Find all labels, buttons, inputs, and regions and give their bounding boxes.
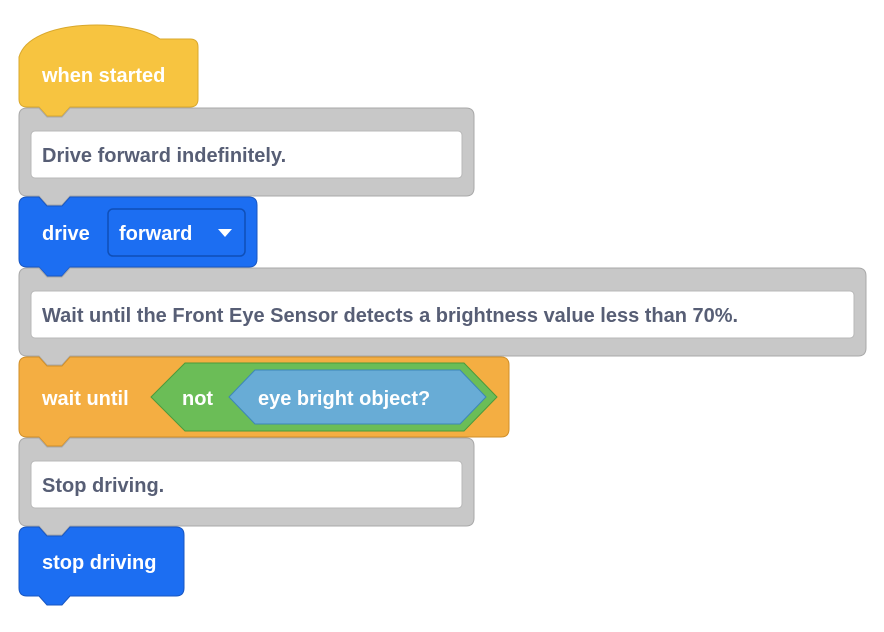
not-operator-block[interactable]: not eye bright object? xyxy=(150,362,498,432)
caret-down-icon xyxy=(218,229,232,237)
drive-block[interactable]: drive forward xyxy=(18,196,258,277)
wait-until-block[interactable]: wait until not eye bright object? xyxy=(18,356,510,447)
when-started-block-shape xyxy=(18,24,199,117)
comment-text-3: Stop driving. xyxy=(42,475,164,497)
comment-field-1[interactable] xyxy=(30,130,463,179)
when-started-block[interactable]: when started xyxy=(18,24,199,117)
wait-until-label: wait until xyxy=(41,388,129,410)
comment-text-1: Drive forward indefinitely. xyxy=(42,145,286,167)
comment-field-3[interactable] xyxy=(30,460,463,509)
stop-driving-label: stop driving xyxy=(42,552,156,574)
comment-text-2: Wait until the Front Eye Sensor detects … xyxy=(42,305,738,327)
drive-label: drive xyxy=(42,223,90,245)
eye-bright-object-label: eye bright object? xyxy=(258,388,430,410)
when-started-label: when started xyxy=(41,65,165,87)
comment-block-3[interactable]: Stop driving. xyxy=(18,437,475,536)
stop-driving-block[interactable]: stop driving xyxy=(18,526,185,606)
not-operator-label: not xyxy=(182,388,213,410)
stop-driving-block-shape xyxy=(18,526,185,606)
comment-field-2[interactable] xyxy=(30,290,855,339)
direction-dropdown[interactable]: forward xyxy=(107,208,246,257)
eye-bright-object-block[interactable]: eye bright object? xyxy=(228,369,487,425)
direction-dropdown-value: forward xyxy=(119,223,192,245)
comment-block-1[interactable]: Drive forward indefinitely. xyxy=(18,107,475,206)
comment-block-2[interactable]: Wait until the Front Eye Sensor detects … xyxy=(18,267,867,366)
eye-bright-object-shape xyxy=(228,369,487,425)
